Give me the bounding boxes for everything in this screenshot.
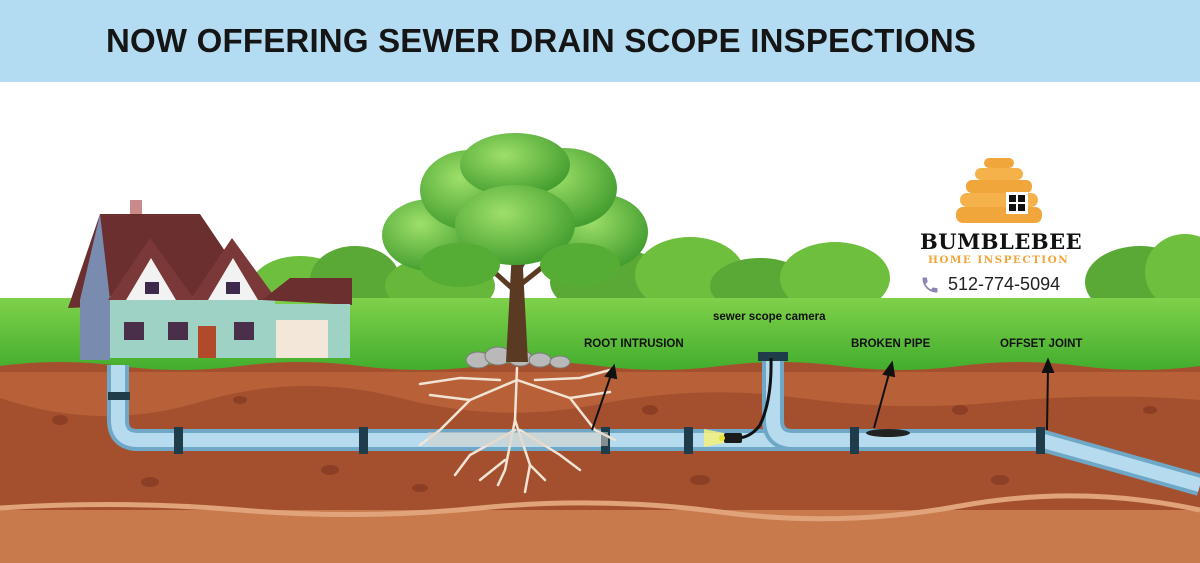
phone-contact[interactable]: 512-774-5094 <box>920 274 1060 295</box>
callout-arrows <box>591 357 1055 431</box>
headline: NOW OFFERING SEWER DRAIN SCOPE INSPECTIO… <box>106 22 977 59</box>
pipe-crack <box>866 429 910 437</box>
soil-pebbles <box>52 396 1157 492</box>
soil-bottom-layer <box>0 510 1200 563</box>
phone-icon <box>922 277 938 292</box>
sewer-scope-camera-label: sewer scope camera <box>713 311 826 323</box>
brand-subtitle: HOME INSPECTION <box>928 254 1070 266</box>
house-illustration <box>68 200 352 360</box>
soil-stripe <box>0 493 1200 522</box>
header-banner: NOW OFFERING SEWER DRAIN SCOPE INSPECTIO… <box>0 0 1200 82</box>
brand-name: BUMBLEBEE <box>920 229 1083 254</box>
tree-illustration <box>382 133 648 362</box>
beehive-icon <box>956 158 1042 223</box>
phone-number: 512-774-5094 <box>948 274 1061 294</box>
root-mass-in-pipe <box>428 432 608 446</box>
root-intrusion-label: ROOT INTRUSION <box>584 338 684 350</box>
camera-icon <box>704 429 742 447</box>
sewer-pipe <box>107 352 1200 496</box>
offset-joint-label: OFFSET JOINT <box>1000 338 1083 350</box>
broken-pipe-label: BROKEN PIPE <box>851 338 931 350</box>
camera-cable <box>739 357 773 440</box>
